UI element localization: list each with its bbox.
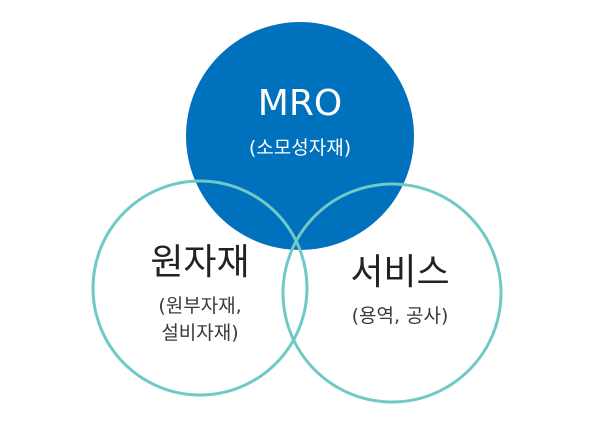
raw-materials-title: 원자재 bbox=[150, 242, 250, 283]
raw-materials-circle bbox=[91, 179, 309, 397]
mro-circle bbox=[186, 22, 414, 250]
services-subtitle: (용역, 공사) bbox=[351, 305, 449, 327]
services-title: 서비스 bbox=[350, 252, 450, 293]
mro-title: MRO bbox=[257, 83, 343, 124]
raw-materials-subtitle-line1: (원부자재, bbox=[158, 295, 242, 317]
mro-subtitle: (소모성자재) bbox=[248, 137, 352, 159]
raw-materials-subtitle-line2: 설비자재) bbox=[161, 322, 239, 344]
services-circle bbox=[281, 182, 503, 404]
